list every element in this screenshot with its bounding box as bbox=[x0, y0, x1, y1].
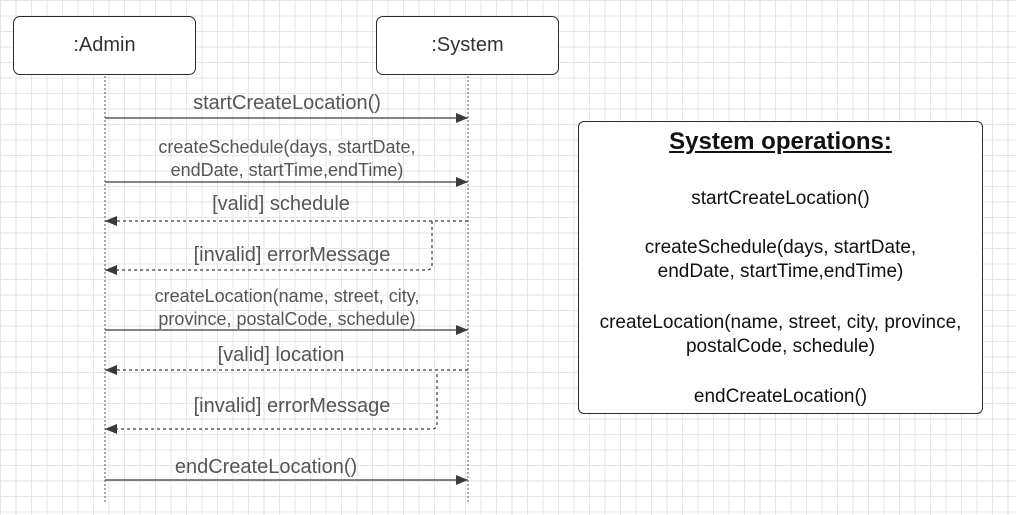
message-label-8: endCreateLocation() bbox=[174, 456, 358, 478]
message-arrow-7 bbox=[105, 374, 438, 434]
system-lifeline-head: :System bbox=[376, 16, 559, 75]
message-label-6: [valid] location bbox=[217, 344, 345, 366]
system-operations-title: System operations: bbox=[669, 128, 892, 155]
message-label-1: startCreateLocation() bbox=[193, 92, 381, 114]
message-label-7: [invalid] errorMessage bbox=[193, 395, 391, 417]
message-label-4: [invalid] errorMessage bbox=[193, 244, 391, 266]
operation-item: startCreateLocation() bbox=[691, 188, 870, 209]
admin-lifeline-label: :Admin bbox=[73, 34, 136, 56]
operation-item: createLocation(name, street, city, provi… bbox=[599, 312, 962, 357]
message-arrow-4 bbox=[105, 221, 433, 275]
message-label-3: [valid] schedule bbox=[212, 193, 350, 215]
admin-lifeline-head: :Admin bbox=[13, 16, 196, 75]
system-lifeline-label: :System bbox=[431, 34, 504, 56]
message-label-2: createSchedule(days, startDate, endDate,… bbox=[158, 137, 416, 180]
message-label-5: createLocation(name, street, city, provi… bbox=[154, 286, 420, 329]
operation-item: createSchedule(days, startDate, endDate,… bbox=[644, 237, 917, 282]
operation-item: endCreateLocation() bbox=[693, 386, 868, 407]
system-operations-box: System operations: startCreateLocation()… bbox=[578, 121, 983, 414]
